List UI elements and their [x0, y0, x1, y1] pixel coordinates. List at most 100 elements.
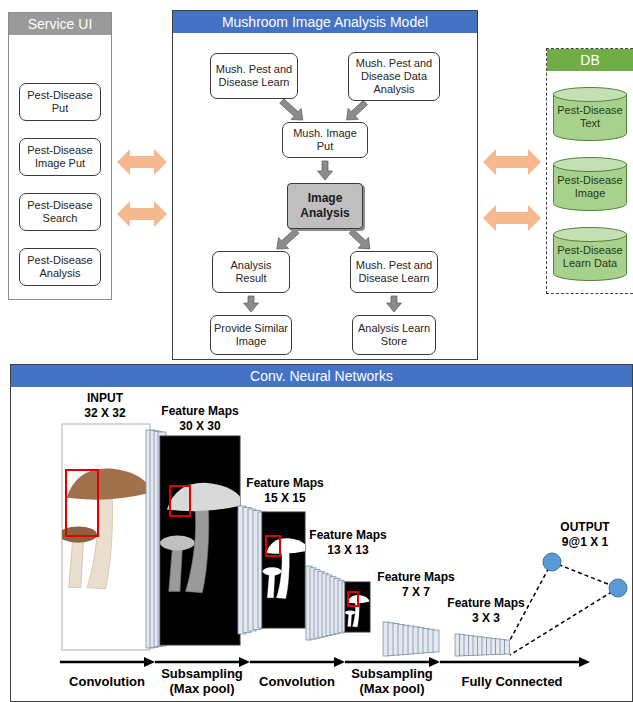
box-label: Mush. Pest and Disease Learn	[354, 259, 434, 285]
mushroom-cap	[266, 538, 305, 554]
stage-label: Subsampling (Max pool)	[154, 666, 250, 696]
mushroom-cap	[167, 483, 240, 511]
double-arrow	[117, 149, 167, 175]
layer-label: 13 X 13	[327, 543, 368, 558]
box-label: Image Analysis	[291, 191, 359, 221]
feature-map-plate	[433, 630, 439, 652]
mushroom-stem	[87, 496, 113, 588]
box-label: Pest-Disease Image	[553, 157, 627, 202]
panel-title: Mushroom Image Analysis Model	[173, 11, 477, 33]
group-panel: Mushroom Image Analysis ModelMush. Pest …	[172, 10, 478, 360]
layer-label: 9@1 X 1	[562, 535, 608, 550]
layer-label: Feature Maps	[246, 476, 323, 491]
panel-title: DB	[547, 49, 633, 71]
group-panel: DB Pest-Disease TextPest-Disease ImagePes…	[546, 48, 633, 294]
process-box: Mush. Pest and Disease Learn	[350, 251, 438, 293]
flow-arrow	[349, 229, 370, 249]
flow-arrow	[280, 99, 303, 120]
stage-arrowhead	[239, 657, 250, 667]
box-label: Mush. Pest and Disease Learn	[214, 63, 294, 89]
stage-axis	[440, 661, 581, 664]
stage-arrowhead	[579, 657, 590, 667]
box-label: Analysis Result	[216, 259, 286, 285]
database-cylinder: Pest-Disease Image	[553, 157, 627, 211]
stage-axis	[60, 661, 146, 664]
layer-label: Feature Maps	[447, 596, 524, 611]
box-label: Pest-Disease Put	[23, 89, 97, 115]
mushroom-cap	[62, 526, 97, 542]
layer-label: 32 X 32	[84, 406, 125, 421]
process-box: Pest-Disease Search	[19, 193, 101, 231]
mushroom-picture	[62, 468, 150, 588]
mushroom-stem	[169, 547, 183, 592]
feature-map-stack	[306, 566, 348, 640]
stage-arrowhead	[144, 657, 155, 667]
cylinder-top	[554, 228, 627, 242]
box-label: Provide Similar Image	[214, 322, 288, 348]
box-label: Pest-Disease Search	[23, 199, 97, 225]
stage-label: Subsampling (Max pool)	[344, 666, 440, 696]
mushroom-stem	[348, 614, 352, 627]
receptive-field	[66, 470, 98, 536]
process-box: Pest-Disease Analysis	[19, 248, 101, 286]
group-panel: Service UI Pest-Disease PutPest-Disease I…	[8, 12, 112, 300]
layer-label: Feature Maps	[309, 528, 386, 543]
layer-label: 7 X 7	[402, 585, 430, 600]
cylinder-top	[554, 88, 627, 102]
layer-label: 30 X 30	[179, 419, 220, 434]
double-arrow	[483, 149, 541, 175]
mushroom-cap	[263, 567, 282, 575]
flow-arrow	[277, 229, 299, 249]
mushroom-cap	[345, 610, 355, 614]
box-label: Pest-Disease Text	[553, 87, 627, 132]
receptive-field	[266, 536, 280, 556]
panel-title: Conv. Neural Networks	[11, 365, 632, 387]
flow-arrow	[387, 296, 402, 312]
process-box: Analysis Result	[212, 251, 290, 293]
mushroom-cap	[160, 536, 195, 551]
process-box: Mush. Image Put	[282, 122, 368, 158]
feature-map-plane	[345, 582, 370, 632]
mushroom-picture	[160, 483, 240, 593]
feature-map-plane	[62, 424, 150, 650]
layer-label: 15 X 15	[264, 491, 305, 506]
process-box: Pest-Disease Image Put	[19, 138, 101, 176]
highlight-box: Image Analysis	[287, 183, 363, 229]
layer-label: INPUT	[87, 391, 123, 406]
stage-axis	[345, 661, 431, 664]
feature-map-plane	[160, 436, 240, 645]
flow-arrow	[347, 100, 368, 120]
stage-arrowhead	[334, 657, 345, 667]
layer-label: 3 X 3	[472, 611, 500, 626]
receptive-field	[348, 592, 358, 606]
stage-arrowhead	[429, 657, 440, 667]
stage-label: Fully Connected	[461, 674, 562, 689]
process-box: Analysis Learn Store	[352, 315, 436, 355]
stage-label: Convolution	[259, 674, 335, 689]
flow-arrow	[244, 296, 259, 312]
feature-map-stack	[383, 622, 439, 656]
process-box: Pest-Disease Put	[19, 83, 101, 121]
box-label: Analysis Learn Store	[356, 322, 432, 348]
process-box: Provide Similar Image	[210, 315, 292, 355]
panel-title: Service UI	[9, 13, 111, 35]
mushroom-stem	[186, 508, 209, 592]
flow-arrow	[318, 161, 333, 180]
box-label: Mush. Image Put	[286, 127, 364, 153]
process-box: Mush. Pest and Disease Learn	[210, 53, 298, 99]
double-arrow	[483, 205, 541, 231]
double-arrow	[117, 201, 167, 227]
layer-label: OUTPUT	[560, 520, 609, 535]
output-neuron	[609, 579, 627, 597]
receptive-field	[170, 486, 190, 516]
stage-axis	[155, 661, 241, 664]
stage-label: Convolution	[69, 674, 145, 689]
database-cylinder: Pest-Disease Text	[553, 87, 627, 141]
fully-connected-line	[510, 588, 618, 655]
mushroom-stem	[277, 552, 290, 598]
database-cylinder: Pest-Disease Learn Data	[553, 227, 627, 281]
mushroom-stem	[69, 539, 84, 588]
